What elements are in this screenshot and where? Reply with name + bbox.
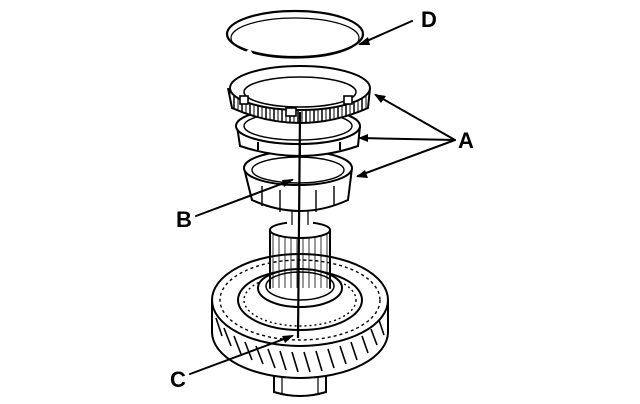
- callout-b-leader: [195, 179, 293, 217]
- callout-a-leader-2: [359, 137, 456, 141]
- callout-c-leader: [189, 335, 293, 375]
- label-b: B: [176, 207, 192, 232]
- label-d: D: [421, 7, 437, 32]
- callout-a-leader-1: [375, 94, 456, 141]
- callout-d: D: [358, 7, 437, 45]
- alignment-mark-line: [296, 111, 302, 339]
- label-c: C: [170, 367, 186, 392]
- callout-a: A: [356, 94, 474, 178]
- callout-b: B: [176, 179, 294, 232]
- callout-c: C: [170, 335, 294, 392]
- outer-synchro-ring: [227, 65, 371, 124]
- inner-synchro-ring: [243, 150, 353, 212]
- callout-a-leader-3: [357, 139, 456, 177]
- label-a: A: [458, 128, 474, 153]
- snap-ring: [225, 9, 365, 59]
